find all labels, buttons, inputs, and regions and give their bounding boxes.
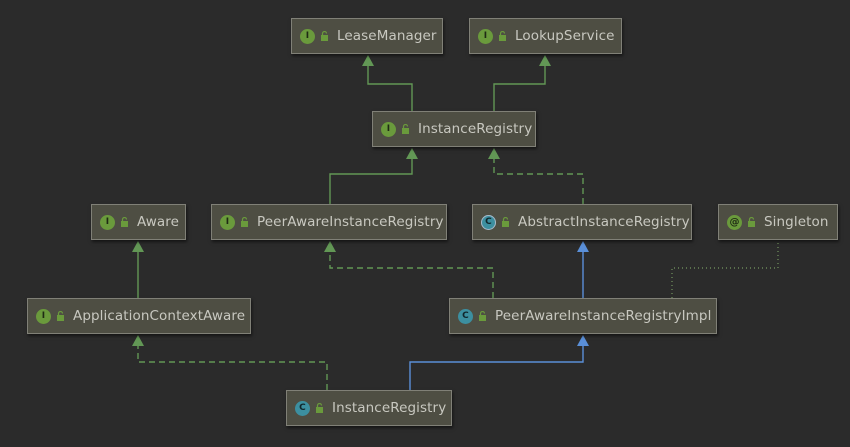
edge-impl-sg: [671, 241, 779, 298]
node-instance-registry-class[interactable]: C InstanceRegistry: [286, 390, 452, 426]
interface-icon: I: [36, 308, 51, 324]
edge-arrowhead-ir-lm: [362, 55, 374, 66]
interface-icon: I: [478, 28, 493, 44]
edge-air-ir: [493, 158, 584, 204]
interface-icon: I: [220, 214, 235, 230]
abstract-class-icon: C: [481, 214, 496, 230]
node-lease-manager[interactable]: I LeaseManager: [291, 18, 443, 54]
class-icon: C: [458, 308, 473, 324]
edge-arrowhead-impl-air: [577, 241, 589, 252]
lock-icon: [402, 124, 409, 134]
node-label: ApplicationContextAware: [73, 308, 246, 324]
edge-irc-impl: [409, 345, 584, 390]
edge-arrowhead-aca-aw: [132, 241, 144, 252]
node-application-context-aware[interactable]: I ApplicationContextAware: [27, 298, 251, 334]
node-label: Singleton: [764, 214, 829, 230]
edge-ir-ls: [493, 65, 546, 111]
annotation-icon: @: [727, 214, 742, 230]
node-label: PeerAwareInstanceRegistry: [257, 214, 444, 230]
edge-ir-lm: [367, 65, 413, 111]
lock-icon: [502, 217, 509, 227]
lock-icon: [121, 217, 128, 227]
interface-icon: I: [300, 28, 315, 44]
lock-icon: [316, 403, 323, 413]
node-label: InstanceRegistry: [332, 400, 447, 416]
edge-arrowhead-irc-impl: [577, 335, 589, 346]
lock-icon: [241, 217, 248, 227]
lock-icon: [748, 217, 755, 227]
edge-impl-par: [329, 251, 494, 298]
edge-irc-aca: [137, 345, 328, 390]
lock-icon: [479, 311, 486, 321]
lock-icon: [321, 31, 328, 41]
node-singleton[interactable]: @ Singleton: [718, 204, 838, 240]
node-label: LeaseManager: [337, 28, 437, 44]
node-instance-registry-interface[interactable]: I InstanceRegistry: [372, 111, 536, 147]
node-aware[interactable]: I Aware: [91, 204, 186, 240]
edge-arrowhead-irc-aca: [132, 335, 144, 346]
class-icon: C: [295, 400, 310, 416]
interface-icon: I: [100, 214, 115, 230]
node-label: LookupService: [515, 28, 615, 44]
edge-arrowhead-ir-ls: [539, 55, 551, 66]
edge-arrowhead-par-ir: [406, 148, 418, 159]
node-peer-aware-instance-registry-impl[interactable]: C PeerAwareInstanceRegistryImpl: [449, 298, 717, 334]
node-abstract-instance-registry[interactable]: C AbstractInstanceRegistry: [472, 204, 692, 240]
edge-arrowhead-impl-par: [324, 241, 336, 252]
node-label: Aware: [137, 214, 180, 230]
node-label: InstanceRegistry: [418, 121, 533, 137]
lock-icon: [499, 31, 506, 41]
node-lookup-service[interactable]: I LookupService: [469, 18, 622, 54]
edge-par-ir: [329, 158, 413, 204]
node-peer-aware-instance-registry[interactable]: I PeerAwareInstanceRegistry: [211, 204, 447, 240]
node-label: PeerAwareInstanceRegistryImpl: [495, 308, 712, 324]
lock-icon: [57, 311, 64, 321]
edge-arrowhead-air-ir: [488, 148, 500, 159]
interface-icon: I: [381, 121, 396, 137]
node-label: AbstractInstanceRegistry: [518, 214, 690, 230]
